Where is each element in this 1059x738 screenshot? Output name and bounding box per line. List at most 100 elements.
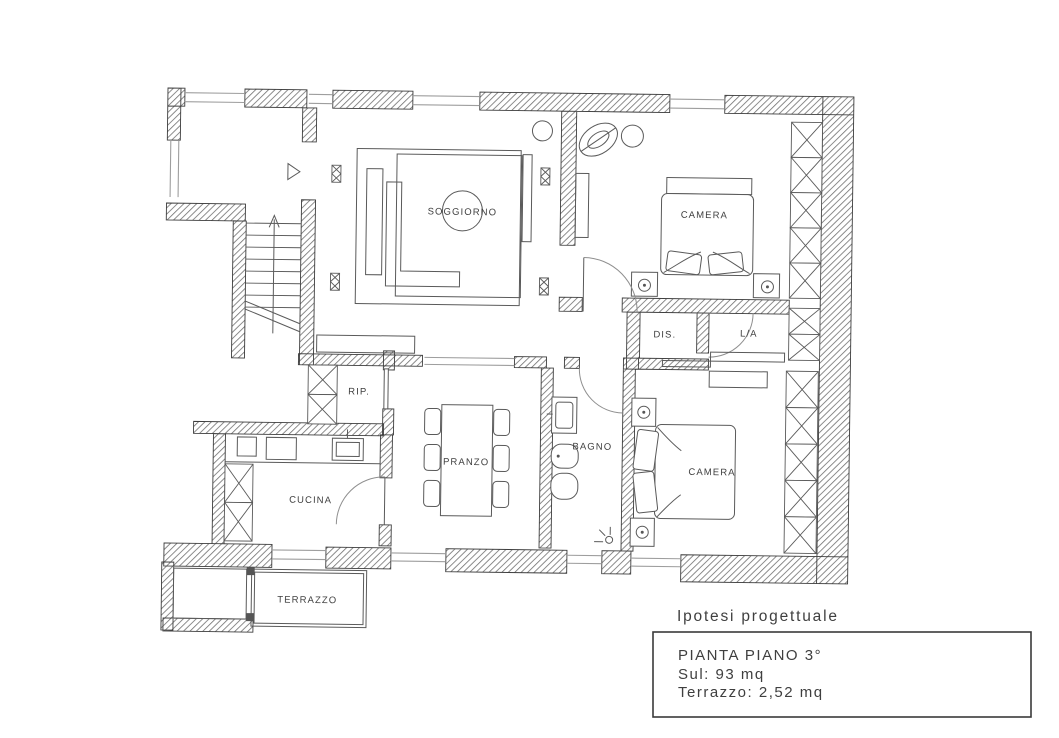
- shower-drain-icon: [594, 526, 614, 544]
- room-soggiorno: SOGGIORNO: [316, 120, 553, 354]
- room-label-pranzo: PRANZO: [443, 457, 489, 469]
- room-label-bagno: BAGNO: [572, 441, 612, 453]
- room-camera-sud: CAMERA: [629, 351, 819, 554]
- side-table: [620, 124, 644, 148]
- blanket-fold: [656, 427, 682, 518]
- desk: [574, 172, 590, 239]
- blanket-fold: [663, 251, 750, 275]
- railing-post: [246, 613, 255, 622]
- chair: [493, 408, 511, 436]
- room-label-dis: DIS.: [653, 329, 676, 340]
- room-label-soggiorno: SOGGIORNO: [428, 206, 498, 218]
- chair: [424, 407, 442, 436]
- door-cucina: [335, 476, 386, 525]
- sofa-l-shape: [384, 181, 461, 288]
- chair: [492, 444, 510, 472]
- room-lavanderia: L/A: [708, 307, 821, 362]
- terrace-railing-inner: [253, 571, 365, 626]
- radiator-icon: [331, 164, 342, 183]
- title-block: Ipotesi progettuale PIANTA PIANO 3° Sul:…: [652, 608, 1032, 718]
- sink-cabinet: [551, 396, 578, 434]
- neighbor-terrace: [172, 567, 255, 622]
- room-bagno: BAGNO: [546, 368, 623, 544]
- wall-hatching: [160, 87, 855, 633]
- toilet: [550, 472, 579, 500]
- floor-plan: SOGGIORNO CAMER: [160, 87, 855, 633]
- room-label-la: L/A: [740, 329, 758, 340]
- door-arc: [335, 476, 385, 525]
- kitchen-cabinet-box: [236, 436, 257, 457]
- sofa-module: [365, 168, 384, 276]
- pillow: [632, 471, 659, 514]
- terrace-outline: [172, 567, 248, 620]
- lamp-dot: [765, 285, 769, 289]
- entry-direction-triangle-icon: [287, 162, 301, 181]
- chair: [492, 480, 510, 508]
- door-leaf: [383, 476, 386, 525]
- sink-basin: [335, 441, 360, 458]
- radiator-icon: [540, 167, 551, 186]
- bed-body: [653, 423, 737, 520]
- railing-post: [246, 567, 255, 576]
- radiator-icon: [538, 277, 550, 296]
- terrace-railing-outer: [250, 568, 368, 629]
- stair-direction-arrow: [244, 214, 301, 334]
- staircase: [244, 214, 302, 334]
- double-bed: [632, 423, 737, 520]
- plan-title: PIANTA PIANO 3°: [678, 647, 822, 664]
- bidet-dot: [556, 454, 560, 458]
- window-lines: [169, 92, 725, 568]
- room-disimpegno: DIS.: [653, 329, 676, 340]
- low-cabinet: [316, 334, 416, 354]
- room-camera-nord: CAMERA: [574, 121, 824, 300]
- room-label-terrazzo: TERRAZZO: [277, 594, 337, 606]
- room-terrazzo: TERRAZZO: [250, 568, 368, 629]
- door-arc: [583, 256, 638, 313]
- rug-outline: [354, 147, 522, 307]
- area-line: Sul: 93 mq: [678, 666, 765, 683]
- lamp-dot: [642, 283, 646, 287]
- room-ripostiglio: RIP.: [307, 364, 389, 425]
- room-pranzo: PRANZO: [423, 404, 511, 517]
- room-label-rip: RIP.: [348, 386, 370, 397]
- rug-inner-outline: [394, 153, 523, 299]
- round-table: [441, 190, 483, 232]
- dining-table: [439, 404, 494, 517]
- door-leaf: [582, 257, 585, 312]
- pillow: [632, 428, 660, 472]
- lamp-icon: [637, 405, 651, 419]
- lamp-icon: [635, 525, 649, 539]
- room-label-camera-sud: CAMERA: [688, 467, 735, 479]
- tall-cabinet: [223, 463, 254, 542]
- bidet: [550, 443, 579, 469]
- plant-icon: [578, 122, 618, 157]
- cabinet: [709, 351, 786, 363]
- pillow: [665, 250, 703, 276]
- wardrobe: [788, 121, 824, 300]
- sideboard: [521, 154, 533, 243]
- chair: [423, 443, 441, 472]
- bed-bench: [666, 177, 753, 196]
- room-cucina: CUCINA: [223, 429, 386, 542]
- room-label-cucina: CUCINA: [289, 495, 332, 507]
- door-camera-nord: [582, 256, 638, 313]
- terrace-line: Terrazzo: 2,52 mq: [678, 684, 824, 701]
- room-label-camera-nord: CAMERA: [681, 210, 728, 222]
- wardrobe: [307, 364, 338, 425]
- door-arc: [578, 368, 623, 414]
- lamp-icon: [637, 278, 651, 292]
- door-leaf: [383, 368, 389, 410]
- chair: [423, 479, 441, 508]
- double-bed: [660, 177, 755, 277]
- sink-basin: [555, 401, 574, 429]
- shelf: [708, 370, 768, 389]
- annotation-text: Ipotesi progettuale: [677, 608, 839, 625]
- pillow: [707, 251, 744, 276]
- wardrobe: [783, 370, 819, 554]
- lamp-dot: [640, 530, 644, 534]
- living-room-furniture: [316, 120, 553, 354]
- counter-edge: [225, 461, 381, 465]
- kitchen-sink: [331, 437, 364, 462]
